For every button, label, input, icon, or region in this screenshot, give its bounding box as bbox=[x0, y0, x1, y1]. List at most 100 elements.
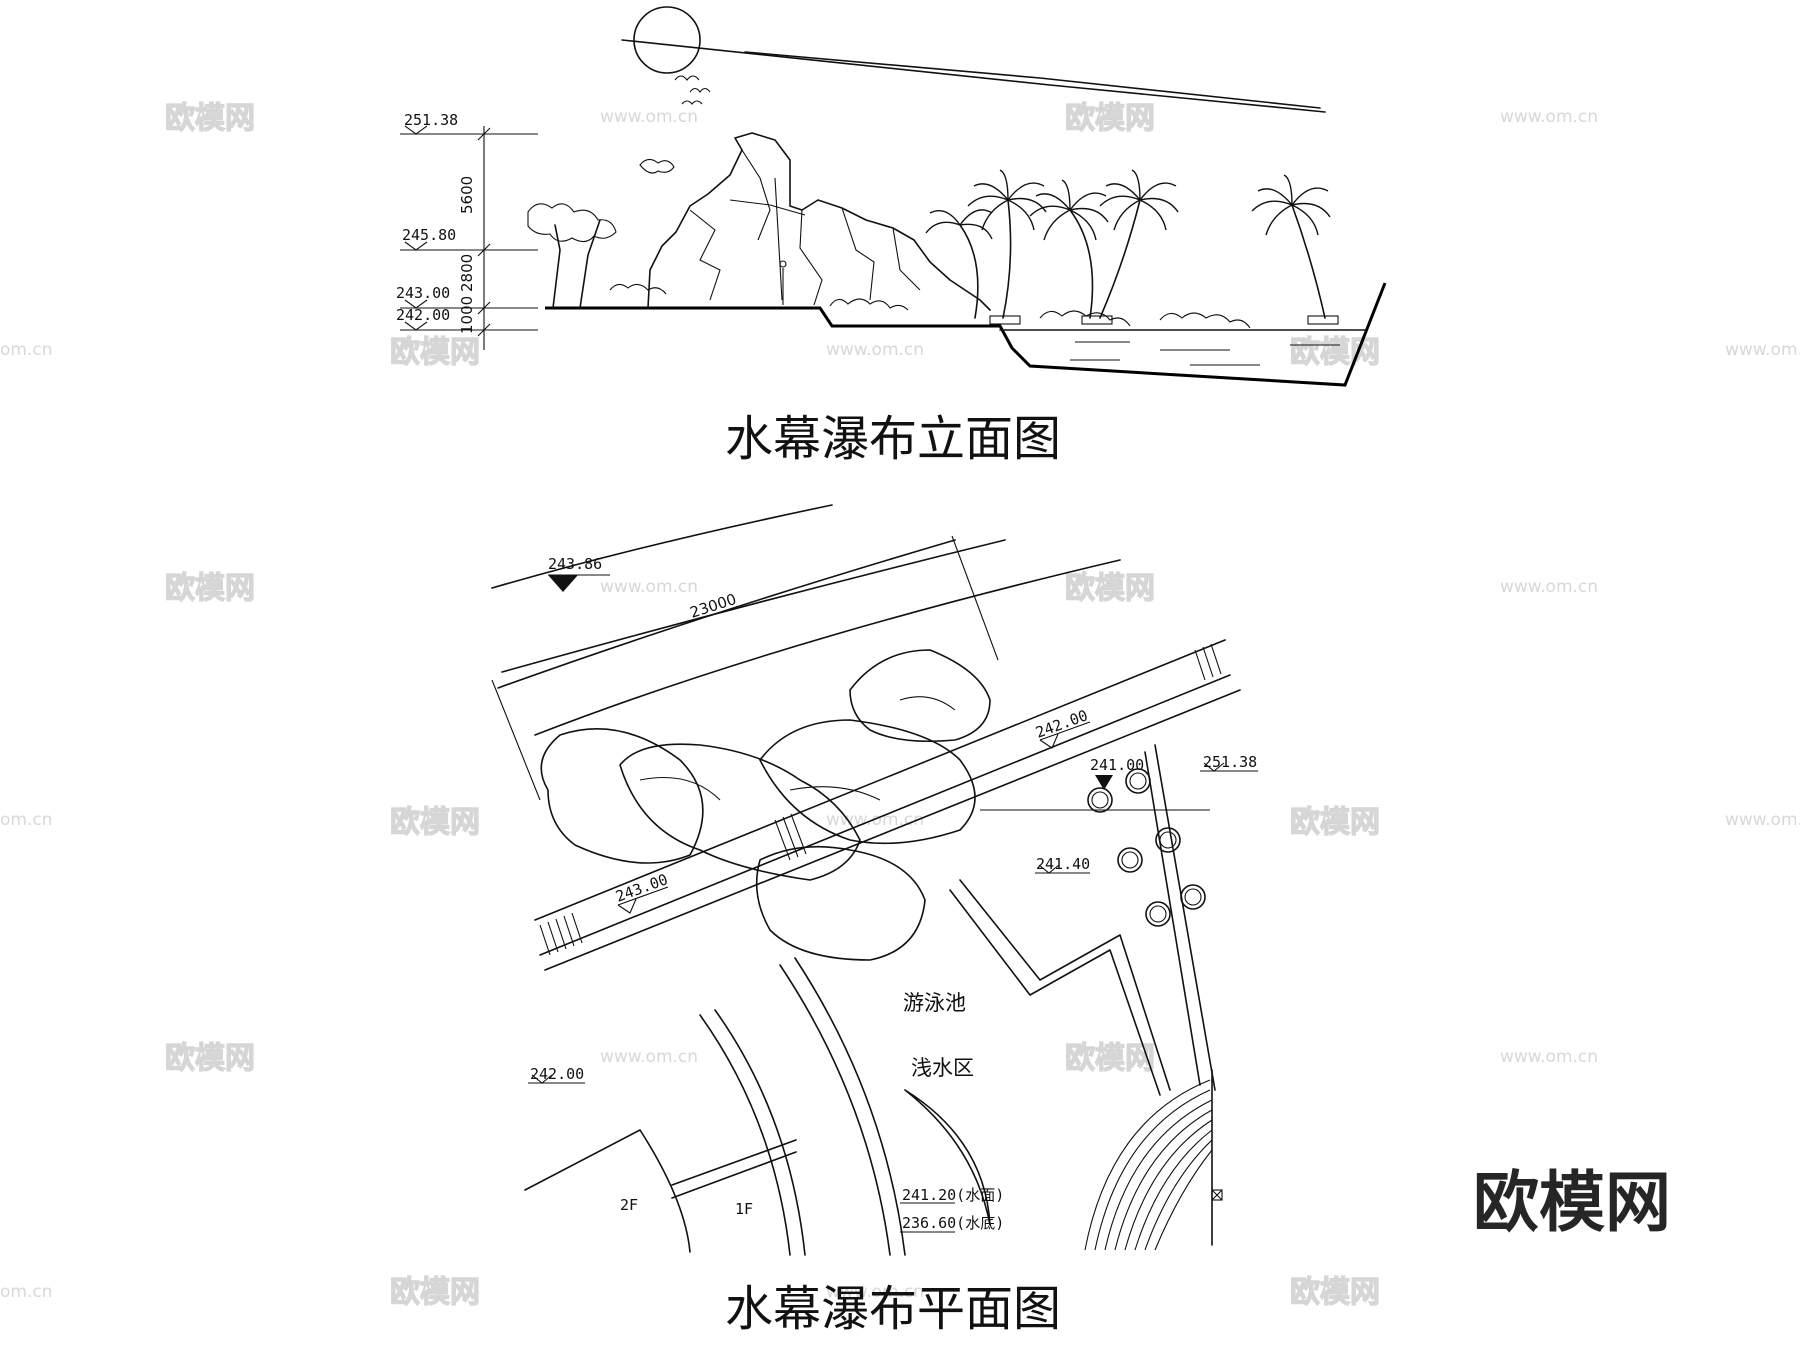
plan-level-242-upper: 242.00 bbox=[1033, 706, 1090, 749]
dimension-1000: 1000 bbox=[458, 296, 476, 334]
rockery-detail bbox=[689, 149, 921, 306]
watermark-url: www.om.cn bbox=[1725, 340, 1800, 360]
plan-level-243-86: 243.86 bbox=[548, 555, 610, 592]
watermark-cn: 欧模网 bbox=[1290, 805, 1380, 840]
level-label: 242.00 bbox=[396, 306, 450, 324]
pool-edge bbox=[959, 879, 1171, 1091]
vertical-dimension-chain: 5600 2800 1000 bbox=[458, 126, 491, 350]
zone-shallow: 浅水区 bbox=[911, 1056, 974, 1080]
pool-curve bbox=[779, 964, 891, 1256]
floor-label-1f: 1F bbox=[735, 1200, 753, 1218]
watermark-url-edge: om.cn bbox=[0, 810, 53, 830]
level-triangle-icon bbox=[1095, 775, 1113, 790]
plan-level-water: 241.20(水面) 236.60(水底) bbox=[900, 1186, 1004, 1233]
palm-tree-icon bbox=[1251, 174, 1339, 325]
dimension-2800: 2800 bbox=[458, 254, 476, 292]
sun-icon bbox=[633, 6, 701, 74]
road-edge bbox=[534, 559, 1121, 736]
watermark-cn: 欧模网 bbox=[1290, 1275, 1380, 1310]
zone-pool: 游泳池 bbox=[903, 991, 966, 1015]
watermark-url: www.om.cn bbox=[826, 810, 924, 830]
watermark-cn: 欧模网 bbox=[165, 101, 255, 136]
dimension-5600: 5600 bbox=[458, 176, 476, 214]
watermark-cn: 欧模网 bbox=[1290, 335, 1380, 370]
watermark-url: www.om.cn bbox=[1500, 107, 1598, 127]
level-label: 243.00 bbox=[613, 870, 670, 905]
elevation-level-251: 251.38 bbox=[400, 111, 538, 135]
walkway-edge bbox=[534, 639, 1226, 921]
elevation-level-245: 245.80 bbox=[400, 226, 538, 251]
level-label: 251.38 bbox=[1203, 753, 1257, 771]
walkway-edge bbox=[539, 674, 1231, 956]
watermark-url: www.om.cn bbox=[600, 107, 698, 127]
building-outline bbox=[524, 1129, 691, 1253]
watermark-url: www.om.cn bbox=[1725, 810, 1800, 830]
watermark-url: www.om.cn bbox=[1500, 1047, 1598, 1067]
plan-level-242-left: 242.00 bbox=[528, 1065, 585, 1084]
rock-formations bbox=[540, 649, 991, 961]
elevation-level-242: 242.00 bbox=[396, 306, 538, 331]
birds-icon bbox=[674, 75, 711, 105]
palm-tree-icon bbox=[1081, 169, 1179, 325]
watermark-url: www.om.cn bbox=[600, 1047, 698, 1067]
shrub-icon bbox=[829, 298, 909, 311]
pool-curve bbox=[699, 1014, 791, 1256]
level-label: 241.40 bbox=[1036, 855, 1090, 873]
walkway-edge bbox=[544, 689, 1241, 971]
watermark-url: www.om.cn bbox=[600, 577, 698, 597]
elevation-level-243: 243.00 bbox=[396, 284, 538, 309]
level-label: 245.80 bbox=[402, 226, 456, 244]
plan-view: 23000 243.86 bbox=[491, 504, 1258, 1337]
plan-level-241-40: 241.40 bbox=[1035, 855, 1090, 874]
level-label: 251.38 bbox=[404, 111, 458, 129]
palm-tree-icon bbox=[967, 169, 1047, 325]
watermark-cn: 欧模网 bbox=[390, 1275, 480, 1310]
plan-level-251-38: 251.38 bbox=[1200, 753, 1258, 772]
shallow-zone-curve bbox=[904, 1089, 991, 1226]
watermark-cn: 欧模网 bbox=[165, 571, 255, 606]
water-bottom-label: 236.60(水底) bbox=[902, 1214, 1004, 1232]
elevation-view: 251.38 245.80 243.00 242.00 5600 2800 10… bbox=[396, 6, 1387, 467]
stair-hatch bbox=[539, 643, 1222, 956]
level-label: 242.00 bbox=[1033, 706, 1090, 741]
plan-title: 水幕瀑布平面图 bbox=[725, 1281, 1061, 1337]
watermark-layer: 欧模网 www.om.cn 欧模网 www.om.cn om.cn 欧模网 ww… bbox=[0, 100, 1800, 1310]
floor-label-2f: 2F bbox=[620, 1196, 638, 1214]
watermark-url: www.om.cn bbox=[826, 340, 924, 360]
level-label: 242.00 bbox=[530, 1065, 584, 1083]
road-edge bbox=[491, 504, 833, 589]
elevation-title: 水幕瀑布立面图 bbox=[725, 411, 1061, 467]
road-edge bbox=[501, 539, 1006, 673]
sky-line bbox=[621, 39, 1326, 113]
level-label: 241.00 bbox=[1090, 756, 1144, 774]
palm-tree-icon bbox=[925, 209, 993, 319]
tree-icon bbox=[527, 158, 675, 309]
level-triangle-icon bbox=[548, 575, 578, 592]
water-surface-label: 241.20(水面) bbox=[902, 1186, 1004, 1204]
watermark-url-edge: om.cn bbox=[0, 1282, 53, 1302]
pool-curve bbox=[714, 1009, 806, 1256]
planter-circles bbox=[1087, 768, 1206, 927]
shrub-icon bbox=[1159, 312, 1251, 329]
brand-logo: 欧模网 bbox=[1473, 1164, 1671, 1241]
watermark-url: www.om.cn bbox=[1500, 577, 1598, 597]
watermark-url: www.om.cn bbox=[826, 1282, 924, 1302]
watermark-cn: 欧模网 bbox=[390, 335, 480, 370]
deck-edge bbox=[1144, 751, 1201, 1086]
building-divider bbox=[671, 1151, 797, 1199]
pool-edge bbox=[949, 889, 1161, 1096]
drain-icon bbox=[1211, 1189, 1223, 1201]
level-label: 243.86 bbox=[548, 555, 602, 573]
watermark-cn: 欧模网 bbox=[1065, 571, 1155, 606]
spiral-steps bbox=[1084, 1069, 1213, 1251]
building-divider bbox=[671, 1139, 797, 1186]
palm-tree-icon bbox=[1029, 179, 1109, 319]
shrub-icon bbox=[609, 283, 667, 295]
deck-edge bbox=[1154, 744, 1216, 1091]
sky-line bbox=[744, 51, 1321, 109]
watermark-cn: 欧模网 bbox=[1065, 1041, 1155, 1076]
rockery-outline bbox=[647, 132, 991, 311]
pool-curve bbox=[794, 957, 906, 1256]
watermark-cn: 欧模网 bbox=[1065, 101, 1155, 136]
